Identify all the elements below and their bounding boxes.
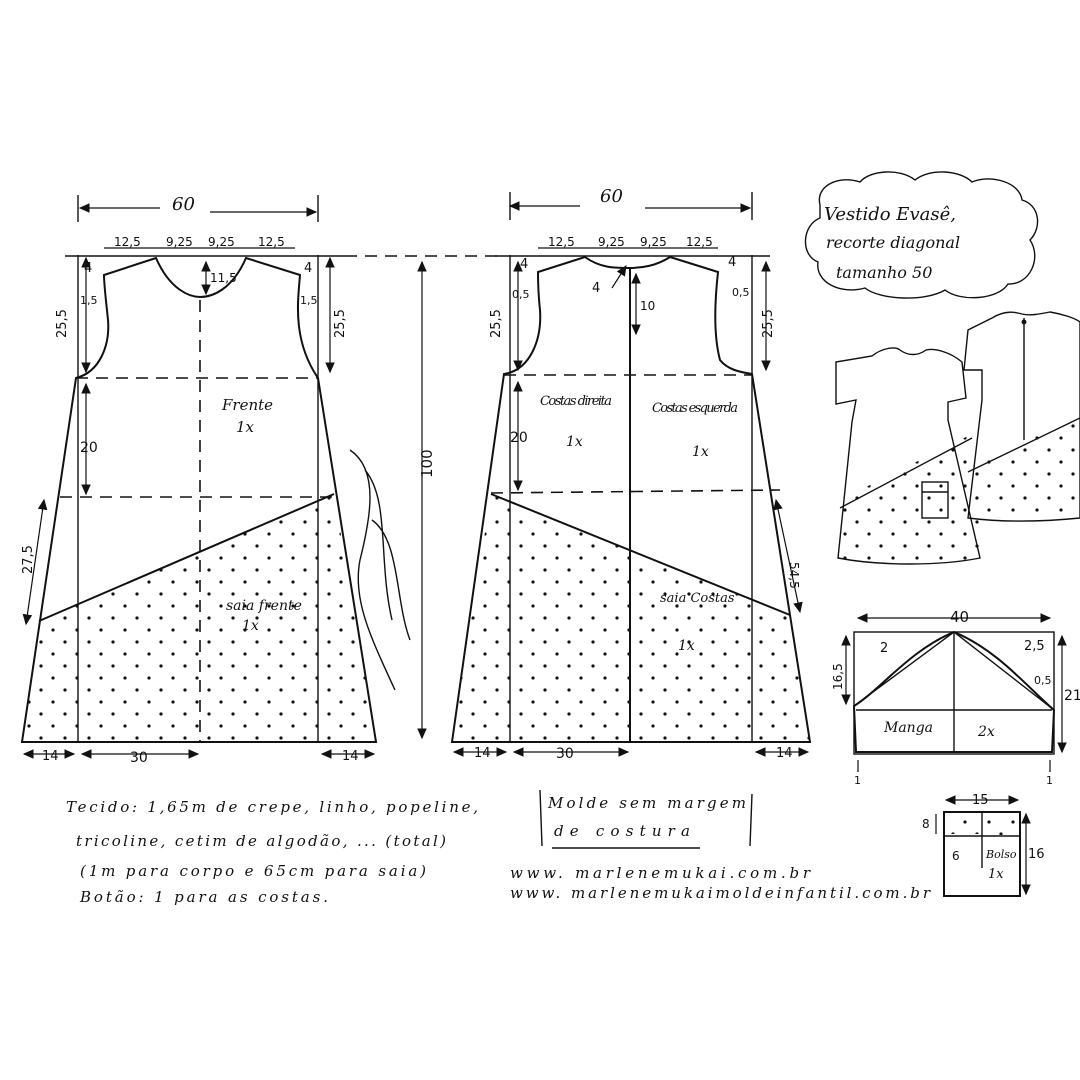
back-left-qty: 1x — [692, 444, 709, 460]
website-2: www. marlenemukaimoldeinfantil.com.br — [510, 884, 931, 902]
pocket-flap: 8 — [922, 817, 930, 831]
seam-note-line-2: de costura — [554, 822, 690, 840]
total-length-label: 100 — [418, 449, 436, 478]
front-diagonal-cut — [38, 493, 335, 622]
back-left-name: Costas esquerda — [652, 401, 738, 416]
title-line-3: tamanho 50 — [836, 263, 932, 282]
back-neck-depth: 4 — [592, 281, 600, 296]
front-armhole-height-left: 25,5 — [55, 309, 70, 338]
back-shoulder-right: 4 — [728, 255, 736, 270]
button-note: Botão: 1 para as costas. — [79, 888, 328, 906]
front-hem-right: 14 — [342, 749, 359, 764]
front-skirt-qty: 1x — [242, 618, 259, 634]
back-armhole-left: 0,5 — [512, 288, 530, 301]
back-armhole-right: 0,5 — [732, 286, 750, 299]
pocket-width: 15 — [972, 793, 989, 808]
pocket-pattern: 15 8 16 6 Bolso 1x — [922, 793, 1045, 897]
designer-signature — [349, 449, 411, 691]
back-diagonal-cut — [490, 493, 791, 616]
title-line-1: Vestido Evasê, — [824, 204, 956, 225]
sleeve-curve-left: 2 — [880, 641, 888, 656]
back-right-qty: 1x — [566, 434, 583, 450]
sleeve-pattern: 40 16,5 21 2 2,5 0,5 1 1 Manga 2x — [831, 608, 1080, 787]
sleeve-hem-left: 1 — [854, 774, 861, 787]
front-outline — [20, 256, 378, 743]
back-center-slit: 10 — [640, 299, 655, 313]
pocket-point: 6 — [952, 849, 960, 863]
sleeve-total-height: 21 — [1064, 688, 1080, 704]
pocket-qty: 1x — [988, 867, 1004, 882]
fabric-line-3: (1m para corpo e 65cm para saia) — [80, 862, 426, 880]
front-pattern-piece: 60 12,5 9,25 9,25 12,5 11,5 4 4 1,5 1,5 … — [20, 194, 378, 766]
sleeve-hem-right: 1 — [1046, 774, 1053, 787]
title-cloud: Vestido Evasê, recorte diagonal tamanho … — [804, 171, 1039, 299]
sleeve-width: 40 — [950, 608, 969, 626]
back-shoulder-left: 4 — [520, 257, 528, 272]
front-top-seg-1: 12,5 — [114, 235, 141, 249]
back-waist-drop: 20 — [510, 430, 528, 446]
total-length-dimension: 100 — [345, 255, 500, 740]
back-top-seg-3: 9,25 — [640, 235, 667, 249]
front-hem-center: 30 — [130, 750, 148, 766]
front-shoulder-right: 4 — [304, 261, 312, 276]
front-side-seam: 27,5 — [21, 545, 36, 574]
back-width-label: 60 — [600, 186, 623, 207]
back-top-seg-1: 12,5 — [548, 235, 575, 249]
back-side-seam: 54,5 — [787, 562, 801, 589]
dress-sketch-back — [963, 311, 1080, 522]
sleeve-name: Manga — [883, 720, 933, 736]
website-1: www. marlenemukai.com.br — [510, 864, 811, 882]
front-piece-name: Frente — [221, 396, 273, 414]
front-skirt-fill — [22, 494, 376, 742]
sleeve-curve-right: 2,5 — [1024, 639, 1045, 654]
back-outline — [450, 255, 812, 743]
back-waist-line — [490, 489, 781, 494]
fabric-notes: Tecido: 1,65m de crepe, linho, popeline,… — [66, 798, 478, 906]
back-skirt-name: saia Costas — [660, 591, 735, 606]
front-hem-left: 14 — [42, 749, 59, 764]
pocket-height: 16 — [1028, 847, 1045, 862]
website-links: www. marlenemukai.com.br www. marlenemuk… — [510, 864, 931, 902]
fabric-line-2: tricoline, cetim de algodão, ... (total) — [76, 832, 446, 850]
front-neck-depth: 11,5 — [210, 271, 237, 285]
title-line-2: recorte diagonal — [826, 233, 960, 252]
sleeve-cap-height: 16,5 — [831, 663, 845, 690]
sleeve-edge: 0,5 — [1034, 674, 1052, 687]
front-waist-drop: 20 — [80, 440, 98, 456]
back-right-name: Costas direita — [540, 394, 612, 409]
back-armhole-height-right: 25,5 — [761, 309, 776, 338]
back-top-seg-2: 9,25 — [598, 235, 625, 249]
back-hem-center: 30 — [556, 746, 574, 762]
back-armhole-height-left: 25,5 — [489, 309, 504, 338]
front-shoulder-left: 4 — [84, 261, 92, 276]
back-top-seg-4: 12,5 — [686, 235, 713, 249]
back-hem-left: 14 — [474, 746, 491, 761]
back-hem-right: 14 — [776, 746, 793, 761]
front-side-dim — [22, 498, 48, 626]
front-armhole-height-right: 25,5 — [333, 309, 348, 338]
pocket-name: Bolso — [985, 848, 1017, 861]
seam-note-line-1: Molde sem margem — [547, 794, 746, 812]
front-piece-qty: 1x — [236, 418, 255, 436]
front-top-seg-4: 12,5 — [258, 235, 285, 249]
front-top-seg-3: 9,25 — [208, 235, 235, 249]
seam-allowance-note: Molde sem margem de costura — [539, 789, 753, 849]
front-width-label: 60 — [172, 194, 195, 215]
front-skirt-name: saia frente — [226, 598, 302, 614]
front-armhole-right: 1,5 — [300, 294, 318, 307]
front-armhole-left: 1,5 — [80, 294, 98, 307]
fabric-line-1: Tecido: 1,65m de crepe, linho, popeline, — [66, 798, 478, 816]
back-pattern-piece: 60 12,5 9,25 9,25 12,5 4 10 4 4 0,5 0,5 … — [450, 186, 812, 762]
front-top-seg-2: 9,25 — [166, 235, 193, 249]
dress-sketch-front — [835, 347, 982, 565]
sleeve-qty: 2x — [977, 724, 995, 740]
back-skirt-qty: 1x — [678, 638, 695, 654]
